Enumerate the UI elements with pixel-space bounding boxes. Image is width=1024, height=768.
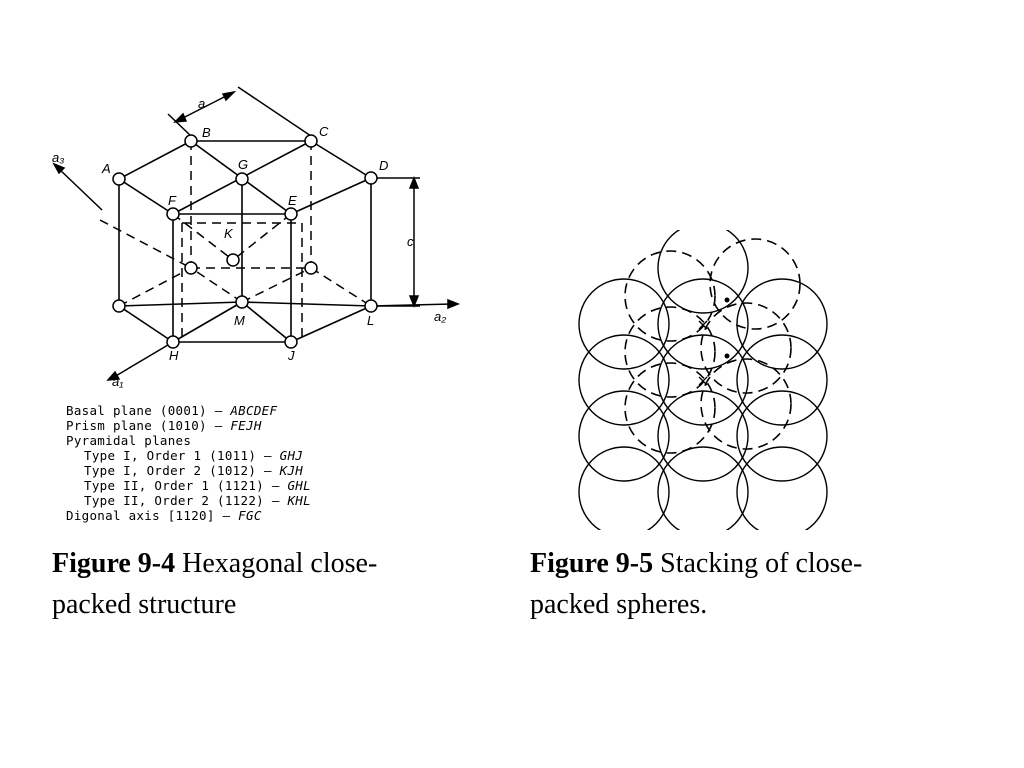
legend-separator: —: [264, 493, 288, 508]
legend-row-text: Pyramidal planes: [66, 433, 192, 448]
legend-row-tag: ABCDEF: [230, 403, 278, 418]
hcp-structure-diagram: A B C D G F E K M L H J a₃ a₁ a₂ a c: [52, 86, 461, 389]
figure-9-4-title: Hexagonal close-packed structure: [52, 548, 378, 620]
label-m: M: [234, 313, 245, 328]
legend-row-text: Prism plane (1010): [66, 418, 207, 433]
legend-separator: —: [256, 463, 280, 478]
figure-9-5-caption: Figure 9-5 Stacking of close-packed sphe…: [530, 543, 890, 625]
legend-row-tag: FGC: [238, 508, 262, 523]
close-packed-spheres-diagram: [578, 230, 828, 530]
axis-label-a2: a₂: [434, 309, 446, 324]
legend-row-text: Basal plane (0001): [66, 403, 207, 418]
label-f: F: [168, 193, 177, 208]
legend-row-tag: GHJ: [279, 448, 304, 463]
legend-row: Type I, Order 2 (1012) — KJH: [66, 463, 311, 478]
label-h: H: [169, 348, 179, 363]
legend-row: Digonal axis [1120] — FGC: [66, 508, 311, 523]
label-d: D: [379, 158, 388, 173]
legend-row-text: Digonal axis [1120]: [66, 508, 215, 523]
legend-row-text: Type II, Order 1 (1121): [84, 478, 264, 493]
figure-9-5-title: Stacking of close-packed spheres.: [530, 548, 863, 620]
label-l: L: [367, 313, 374, 328]
label-g: G: [238, 157, 248, 172]
legend-row-tag: KHL: [287, 493, 311, 508]
legend-separator: —: [264, 478, 288, 493]
dimension-label-c: c: [407, 234, 414, 249]
label-k: K: [224, 226, 234, 241]
dimension-label-a: a: [198, 96, 205, 111]
legend-row: Type I, Order 1 (1011) — GHJ: [66, 448, 311, 463]
legend-separator: —: [214, 508, 239, 523]
legend-row-tag: GHL: [287, 478, 311, 493]
label-c: C: [319, 124, 329, 139]
legend-separator: —: [206, 418, 231, 433]
figure-9-4-caption: Figure 9-4 Hexagonal close-packed struct…: [52, 543, 412, 625]
axis-label-a3: a₃: [52, 150, 64, 165]
figure-9-5-number: Figure 9-5: [530, 548, 654, 579]
legend-row-tag: FEJH: [230, 418, 262, 433]
legend-row-tag: KJH: [279, 463, 304, 478]
legend-row: Type II, Order 1 (1121) — GHL: [66, 478, 311, 493]
legend-row: Prism plane (1010) — FEJH: [66, 418, 311, 433]
label-a: A: [101, 161, 111, 176]
figure-9-4-number: Figure 9-4: [52, 548, 176, 579]
label-j: J: [287, 348, 295, 363]
axis-label-a1: a₁: [112, 374, 123, 389]
legend-row-text: Type I, Order 1 (1011): [84, 448, 257, 463]
label-b: B: [202, 125, 211, 140]
label-e: E: [288, 193, 297, 208]
legend-row-text: Type I, Order 2 (1012): [84, 463, 257, 478]
legend-row-text: Type II, Order 2 (1122): [84, 493, 264, 508]
legend-row: Type II, Order 2 (1122) — KHL: [66, 493, 311, 508]
legend-separator: —: [256, 448, 280, 463]
legend-separator: —: [206, 403, 231, 418]
legend-row: Basal plane (0001) — ABCDEF: [66, 403, 311, 418]
legend-row: Pyramidal planes: [66, 433, 311, 448]
